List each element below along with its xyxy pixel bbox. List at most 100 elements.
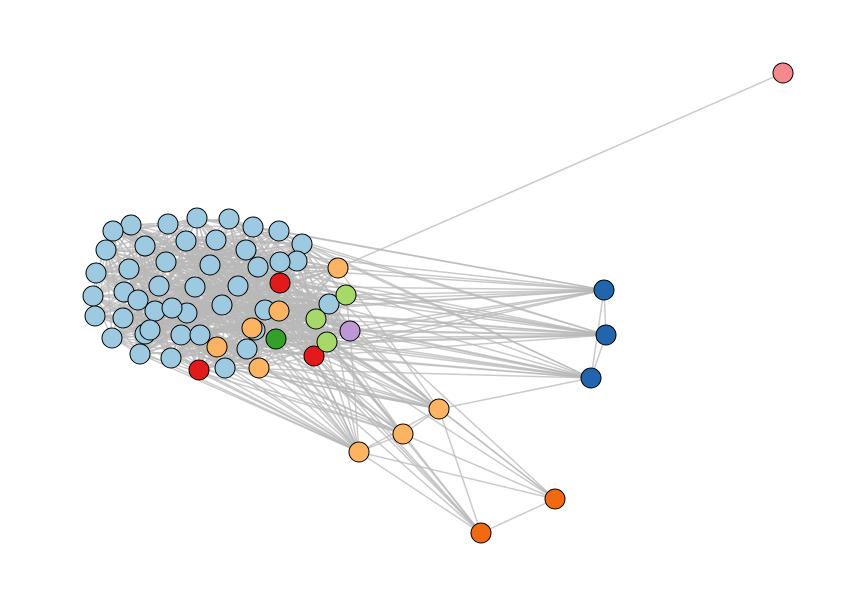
graph-edge [257,266,605,291]
node-light-blue [148,275,170,297]
node-light-blue [112,307,134,329]
node-lavender [339,320,361,342]
node-light-blue [102,220,124,242]
graph-edge [278,230,605,291]
graph-edge [328,303,360,453]
graph-edge [326,341,440,410]
node-light-blue [118,258,140,280]
graph-edge [264,309,556,500]
graph-edge [358,451,556,500]
graph-edge [216,346,404,435]
node-light-blue [189,324,211,346]
node-light-orange [348,441,370,463]
graph-edge [209,264,360,453]
node-light-blue [242,216,264,238]
node-dark-orange [544,488,566,510]
node-light-blue [139,319,161,341]
graph-edge [144,333,360,453]
node-light-blue [134,235,156,257]
graph-edge [480,498,556,534]
node-light-orange [392,423,414,445]
edge-layer [92,72,784,534]
graph-edge [170,282,281,359]
node-light-blue [127,289,149,311]
node-layer [82,62,794,544]
node-dark-blue [595,324,617,346]
node-light-blue [160,347,182,369]
node-light-green [335,284,357,306]
node-light-blue [268,220,290,242]
graph-edge [139,353,404,435]
graph-edge [275,338,404,435]
graph-edge [349,330,360,453]
graph-edge [224,367,592,379]
node-dark-blue [593,279,615,301]
graph-edge [224,367,360,453]
node-light-blue [101,327,123,349]
graph-edge [337,72,784,269]
node-light-blue [157,213,179,235]
graph-edge [105,249,113,339]
node-light-blue [235,239,257,261]
node-light-blue [175,230,197,252]
node-light-blue [227,275,249,297]
graph-edge [345,289,605,296]
graph-edge [402,433,556,500]
node-light-green [316,331,338,353]
graph-edge [279,261,592,379]
graph-edge [345,294,607,336]
graph-edge [144,333,404,435]
graph-edge [139,353,360,453]
graph-edge [337,267,605,291]
node-light-blue [85,262,107,284]
graph-edge [438,408,556,500]
graph-edge [313,334,607,357]
graph-edge [301,243,607,336]
graph-edge [402,433,482,534]
node-light-blue [214,357,236,379]
node-light-blue [205,229,227,251]
node-pink [772,62,794,84]
node-light-green [305,308,327,330]
node-light-blue [155,251,177,273]
graph-edge [278,310,482,534]
node-light-blue [269,251,291,273]
graph-edge [254,329,360,453]
node-light-orange [428,398,450,420]
node-light-blue [120,214,142,236]
node-light-blue [186,207,208,229]
graph-edge [170,357,404,435]
graph-edge [315,318,607,336]
node-light-blue [84,305,106,327]
graph-edge [237,285,482,534]
node-light-orange [206,336,228,358]
graph-edge [315,318,592,379]
node-light-blue [184,276,206,298]
graph-edge [216,346,440,410]
node-light-blue [82,285,104,307]
node-light-orange [241,317,263,339]
node-light-orange [327,257,349,279]
graph-edge [128,240,187,270]
graph-edge [224,289,605,369]
node-light-blue [211,294,233,316]
graph-edge [215,239,360,453]
graph-edge [349,330,592,379]
graph-edge [438,377,592,410]
node-light-blue [318,293,340,315]
node-light-orange [248,357,270,379]
graph-edge [95,239,217,274]
node-light-blue [129,343,151,365]
node-light-blue [236,338,258,360]
graph-edge [221,289,605,306]
graph-edge [358,451,482,534]
node-light-blue [95,239,117,261]
node-dark-orange [470,522,492,544]
node-light-orange [268,300,290,322]
node-red [303,345,325,367]
node-dark-blue [580,367,602,389]
graph-edge [128,249,247,270]
graph-edge [279,261,404,435]
node-light-blue [199,254,221,276]
